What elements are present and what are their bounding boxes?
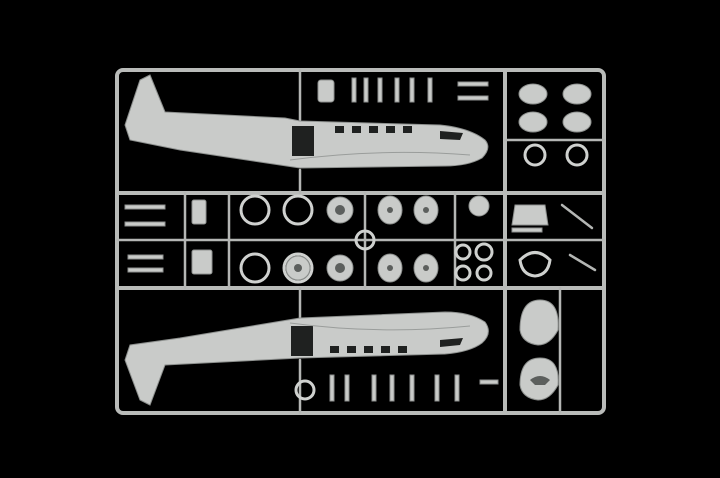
- wheels-and-engines: [191, 194, 494, 284]
- small-parts-top: [317, 77, 489, 103]
- sprue-frame: [115, 68, 606, 415]
- small-parts-bottom: [294, 374, 499, 402]
- propeller-spinner-icon: [519, 299, 559, 346]
- fuselage-half-upper: [124, 74, 489, 169]
- fuselage-half-lower: [124, 311, 489, 406]
- fuselage-door-lower: [291, 326, 313, 356]
- engine-cowlings: [518, 83, 592, 167]
- propeller-spinners: [519, 299, 559, 401]
- small-parts-left: [124, 204, 166, 273]
- fuselage-door-upper: [292, 126, 314, 156]
- small-parts-right: [511, 203, 597, 278]
- engine-cowling-icon: [518, 83, 548, 105]
